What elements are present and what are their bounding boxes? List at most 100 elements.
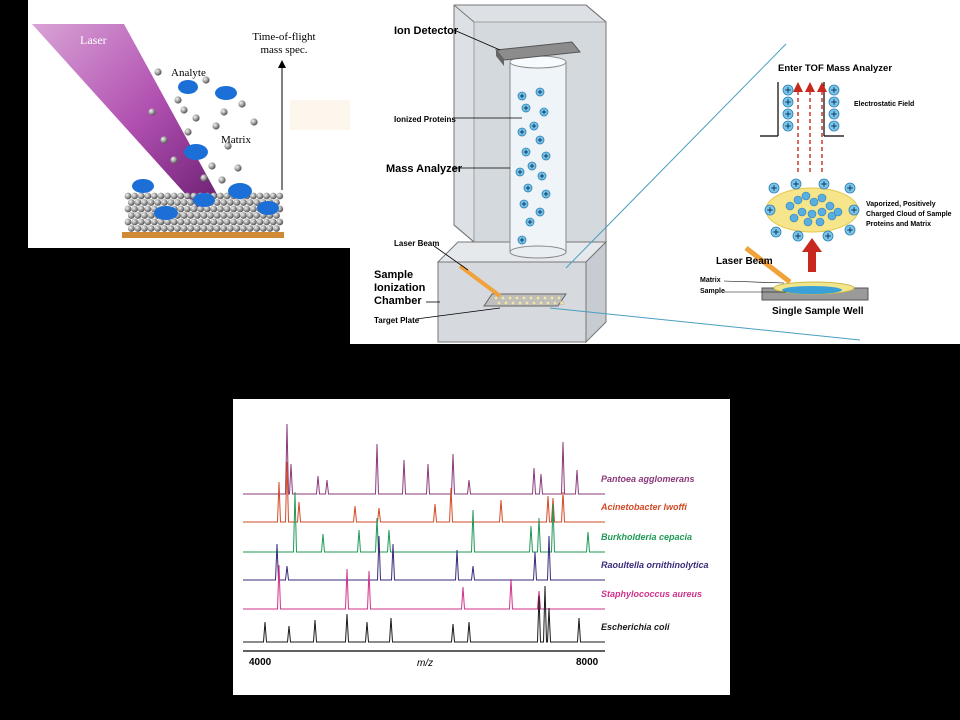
single-sample-well	[761, 281, 869, 301]
matrix-crystal	[220, 225, 228, 232]
desorbed-particle	[250, 118, 258, 126]
laser-beam-label: Laser Beam	[716, 256, 773, 267]
field-positive-charges	[782, 84, 840, 132]
protein-ion	[537, 171, 547, 181]
protein-ion	[539, 107, 549, 117]
sample-ionization-chamber-line2: Ionization	[374, 282, 426, 294]
matrix-crystal	[256, 192, 264, 200]
cloud-protein-clusters	[785, 191, 843, 227]
well-matrix-label: Matrix	[700, 277, 721, 284]
cloud-cluster	[817, 207, 827, 217]
cloud-cluster	[797, 207, 807, 217]
plate-spot	[496, 300, 502, 306]
cloud-charge	[844, 224, 856, 236]
ionized-proteins-label: Ionized Proteins	[394, 115, 456, 124]
matrix-crystal	[184, 192, 191, 200]
matrix-crystal	[193, 212, 201, 219]
protein-ion	[523, 183, 533, 193]
matrix-crystal	[190, 205, 198, 213]
matrix-crystal	[263, 192, 270, 200]
matrix-crystal	[131, 192, 138, 200]
field-charge	[828, 120, 840, 132]
desorbed-particle	[238, 100, 246, 108]
matrix-crystal	[141, 212, 148, 219]
sample-ionization-chamber-line1: Sample	[374, 269, 413, 281]
desorbed-particle	[174, 96, 182, 104]
matrix-crystal	[180, 212, 188, 219]
matrix-crystal	[187, 225, 195, 232]
desorbed-particle	[148, 108, 156, 116]
plate-spot	[538, 300, 544, 306]
protein-ion	[541, 151, 551, 161]
matrix-crystal	[217, 218, 224, 226]
matrix-crystal	[250, 192, 257, 200]
desorbed-particle	[220, 108, 228, 116]
matrix-crystal	[246, 225, 254, 232]
matrix-crystal	[213, 212, 221, 219]
protein-ion	[541, 189, 551, 199]
matrix-crystal	[233, 199, 241, 206]
matrix-crystal	[236, 205, 244, 213]
plate-spot	[535, 295, 541, 301]
matrix-crystal	[144, 218, 152, 226]
spectrum-trace	[243, 564, 605, 610]
leader-lines	[415, 29, 522, 320]
matrix-crystal	[164, 218, 172, 226]
maldi-tof-schematic: Ion Detector Ionized Proteins Mass Analy…	[374, 4, 952, 344]
target-plate-label: Target Plate	[374, 316, 420, 325]
cloud-cluster	[807, 209, 817, 219]
protein-ion	[535, 207, 545, 217]
faint-box	[290, 100, 350, 130]
desorbed-particle	[184, 128, 192, 136]
cloud-charge	[770, 226, 782, 238]
cloud-cluster	[803, 217, 813, 227]
matrix-crystal	[190, 218, 198, 226]
matrix-crystal	[230, 205, 238, 213]
spectra-traces	[243, 423, 605, 643]
matrix-crystal	[223, 218, 231, 226]
mz-min-label: 4000	[249, 657, 272, 668]
cloud-charge	[848, 204, 860, 216]
matrix-crystal	[157, 192, 165, 200]
matrix-crystal	[256, 218, 264, 226]
matrix-crystal	[276, 192, 284, 200]
matrix-crystal	[220, 199, 228, 206]
matrix-crystal	[151, 218, 158, 226]
matrix-crystal	[131, 218, 138, 226]
plate-spot	[510, 300, 516, 306]
species-label: Escherichia coli	[601, 622, 670, 632]
plate-spot	[514, 295, 520, 301]
matrix-crystal	[273, 212, 280, 219]
matrix-crystal	[240, 199, 247, 206]
maldi-principle-diagram: Laser Analyte Matrix Time-of-flight mass…	[32, 24, 350, 238]
protein-ion	[535, 135, 545, 145]
field-charge	[828, 96, 840, 108]
matrix-crystal	[180, 199, 188, 206]
plate-spot	[493, 295, 499, 301]
matrix-crystal	[127, 212, 135, 219]
matrix-crystal	[250, 205, 257, 213]
matrix-crystal	[210, 205, 218, 213]
desorbed-particle	[212, 122, 220, 130]
matrix-crystal	[124, 218, 132, 226]
single-sample-well-label: Single Sample Well	[772, 306, 864, 317]
protein-ion	[521, 103, 531, 113]
tof-label-line2: mass spec.	[260, 44, 307, 56]
plate-spot	[503, 300, 509, 306]
matrix-crystal	[137, 192, 145, 200]
matrix-crystal	[151, 192, 158, 200]
upward-red-arrow	[802, 238, 822, 272]
matrix-crystal	[233, 225, 241, 232]
analyte-molecules	[132, 80, 279, 220]
matrix-crystal	[197, 205, 205, 213]
protein-ion	[521, 147, 531, 157]
matrix-crystal	[253, 212, 261, 219]
upward-field-arrows	[793, 82, 827, 172]
zoom-line-bottom	[549, 307, 861, 341]
matrix-crystal	[147, 199, 155, 206]
cloud-cluster	[833, 207, 843, 217]
desorbed-particle	[224, 142, 232, 150]
matrix-crystal	[213, 199, 221, 206]
cloud-charge	[764, 204, 776, 216]
mass-analyzer-label: Mass Analyzer	[386, 163, 463, 175]
